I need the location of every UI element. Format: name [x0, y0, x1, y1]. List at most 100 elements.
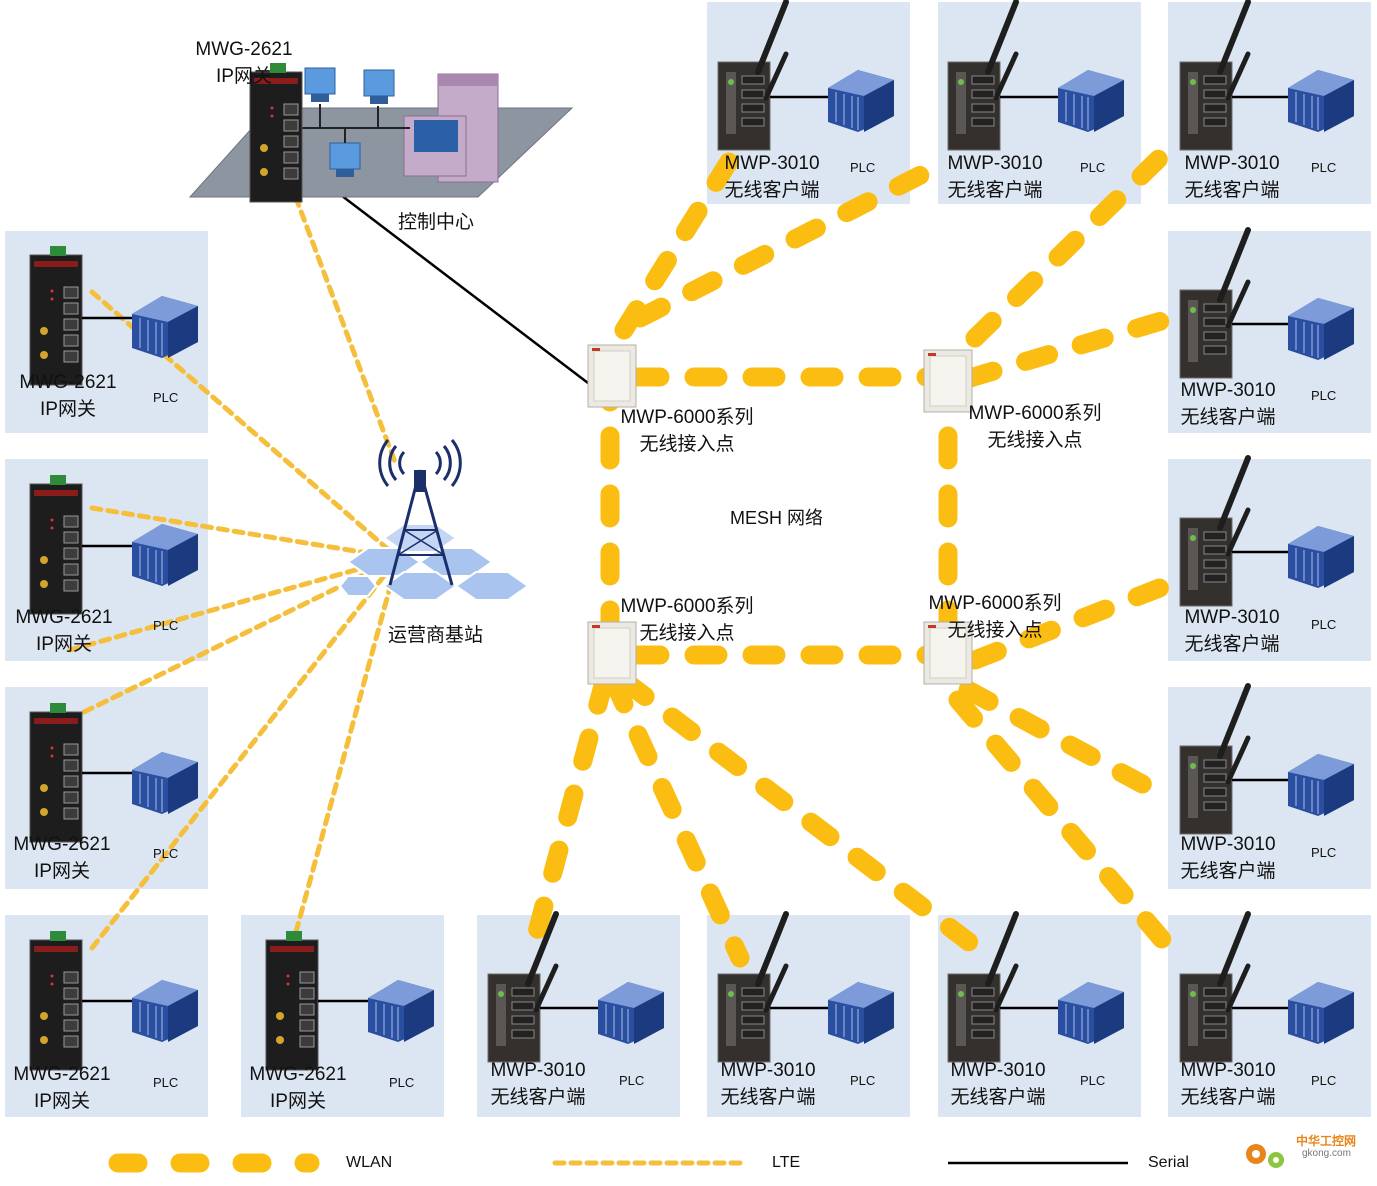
gateway-unit — [29, 245, 199, 386]
plc-label: PLC — [153, 618, 179, 633]
client-unit — [718, 914, 895, 1062]
plc-label: PLC — [153, 390, 179, 405]
access-point-label: MWP-6000系列 无线接入点 — [612, 593, 762, 647]
client-type: 无线客户端 — [1184, 180, 1280, 201]
client-unit — [1180, 458, 1355, 606]
client-type: 无线客户端 — [950, 1087, 1046, 1108]
client-unit — [488, 914, 665, 1062]
client-type: 无线客户端 — [720, 1087, 816, 1108]
access-point-type: 无线接入点 — [639, 623, 735, 644]
access-point-model: MWP-6000系列 — [968, 403, 1102, 424]
client-type: 无线客户端 — [490, 1087, 586, 1108]
client-unit — [718, 2, 895, 150]
plc-label: PLC — [1311, 160, 1337, 175]
plc-label: PLC — [1311, 1073, 1337, 1088]
client-unit — [948, 2, 1125, 150]
gateway-unit — [265, 930, 435, 1071]
client-label: MWP-3010 无线客户端 — [712, 150, 832, 204]
client-label: MWP-3010 无线客户端 — [1172, 150, 1292, 204]
access-point-type: 无线接入点 — [947, 620, 1043, 641]
lte-links — [67, 179, 401, 951]
gateway-type: IP网关 — [34, 861, 90, 882]
gateway-unit — [29, 930, 199, 1071]
plc-label: PLC — [1080, 1073, 1106, 1088]
gateway-type: IP网关 — [40, 399, 96, 420]
legend-serial: Serial — [1148, 1154, 1189, 1171]
access-point-type: 无线接入点 — [987, 430, 1083, 451]
client-model: MWP-3010 — [1184, 153, 1280, 174]
client-model: MWP-3010 — [1184, 607, 1280, 628]
plc-label: PLC — [1311, 845, 1337, 860]
client-type: 无线客户端 — [724, 180, 820, 201]
watermark-text: 中华工控网 — [1296, 1134, 1357, 1148]
plc-label: PLC — [619, 1073, 645, 1088]
client-unit — [1180, 230, 1355, 378]
client-type: 无线客户端 — [1180, 861, 1276, 882]
control-gateway-label: MWG-2621 IP网关 — [180, 36, 308, 90]
wlan-links — [520, 130, 1190, 968]
client-label: MWP-3010 无线客户端 — [935, 150, 1055, 204]
client-type: 无线客户端 — [1180, 1087, 1276, 1108]
client-label: MWP-3010 无线客户端 — [938, 1057, 1058, 1111]
client-unit — [1180, 2, 1355, 150]
base-station-label: 运营商基站 — [388, 625, 484, 646]
client-model: MWP-3010 — [950, 1060, 1046, 1081]
access-point-model: MWP-6000系列 — [620, 407, 754, 428]
plc-label: PLC — [389, 1075, 415, 1090]
access-point-device — [587, 344, 637, 408]
client-type: 无线客户端 — [947, 180, 1043, 201]
mesh-label: MESH 网络 — [730, 508, 824, 528]
gear-icon — [1246, 1144, 1284, 1168]
client-label: MWP-3010 无线客户端 — [478, 1057, 598, 1111]
gateway-label: MWG-2621 IP网关 — [242, 1061, 354, 1115]
client-model: MWP-3010 — [1180, 1060, 1276, 1081]
plc-label: PLC — [1080, 160, 1106, 175]
client-type: 无线客户端 — [1184, 634, 1280, 655]
base-station-graphic — [338, 439, 530, 601]
client-model: MWP-3010 — [947, 153, 1043, 174]
watermark: 中华工控网 gkong.com — [1240, 1130, 1370, 1180]
plc-label: PLC — [1311, 388, 1337, 403]
control-center-label: 控制中心 — [398, 212, 475, 233]
client-unit — [1180, 914, 1355, 1062]
client-label: MWP-3010 无线客户端 — [1168, 1057, 1288, 1111]
client-unit — [948, 914, 1125, 1062]
gateway-unit — [29, 702, 199, 843]
gateway-type: IP网关 — [270, 1091, 326, 1112]
client-label: MWP-3010 无线客户端 — [1168, 377, 1288, 431]
gateway-model: MWG-2621 — [13, 1064, 111, 1085]
client-model: MWP-3010 — [1180, 380, 1276, 401]
client-model: MWP-3010 — [490, 1060, 586, 1081]
plc-label: PLC — [153, 1075, 179, 1090]
client-unit — [1180, 686, 1355, 834]
client-label: MWP-3010 无线客户端 — [1168, 831, 1288, 885]
watermark-url: gkong.com — [1302, 1148, 1351, 1159]
gateway-label: MWG-2621 IP网关 — [6, 831, 118, 885]
client-model: MWP-3010 — [720, 1060, 816, 1081]
gateway-model: MWG-2621 — [19, 372, 117, 393]
plc-label: PLC — [153, 846, 179, 861]
control-gateway-model: MWG-2621 — [195, 39, 293, 60]
client-label: MWP-3010 无线客户端 — [1172, 604, 1292, 658]
gateway-unit — [29, 474, 199, 615]
control-gateway-type: IP网关 — [216, 66, 272, 87]
gateway-type: IP网关 — [36, 634, 92, 655]
plc-label: PLC — [850, 1073, 876, 1088]
access-point-label: MWP-6000系列 无线接入点 — [920, 590, 1070, 644]
gateway-label: MWG-2621 IP网关 — [12, 369, 124, 423]
client-label: MWP-3010 无线客户端 — [708, 1057, 828, 1111]
serial-link — [299, 163, 589, 384]
client-type: 无线客户端 — [1180, 407, 1276, 428]
access-point-label: MWP-6000系列 无线接入点 — [960, 400, 1110, 454]
client-model: MWP-3010 — [724, 153, 820, 174]
access-point-model: MWP-6000系列 — [620, 596, 754, 617]
access-point-type: 无线接入点 — [639, 434, 735, 455]
gateway-model: MWG-2621 — [15, 607, 113, 628]
gateway-type: IP网关 — [34, 1091, 90, 1112]
plc-label: PLC — [850, 160, 876, 175]
access-point-model: MWP-6000系列 — [928, 593, 1062, 614]
client-model: MWP-3010 — [1180, 834, 1276, 855]
legend-wlan: WLAN — [346, 1154, 393, 1171]
